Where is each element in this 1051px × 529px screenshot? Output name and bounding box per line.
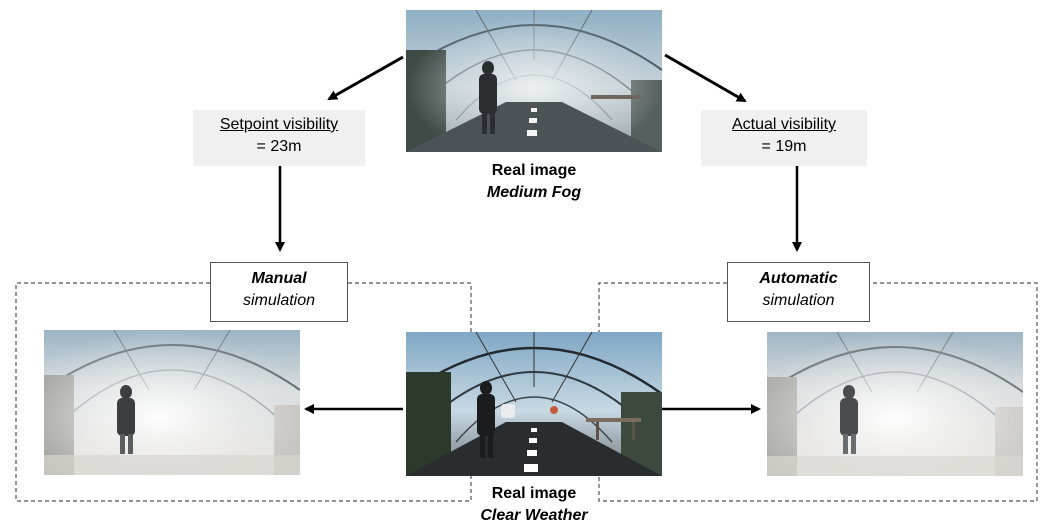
real-image-medium-fog <box>406 10 662 152</box>
manual-subtitle: simulation <box>242 292 316 309</box>
actual-visibility-label: Actual visibility <box>731 116 837 133</box>
bottom-caption-line1: Real image <box>491 485 577 502</box>
automatic-simulation-box: Automatic simulation <box>727 262 870 322</box>
actual-visibility-box: Actual visibility = 19m <box>701 110 867 166</box>
manual-title: Manual <box>251 270 307 287</box>
arrow-to-actual <box>664 53 747 103</box>
manual-simulation-image <box>44 330 300 475</box>
arrow-to-setpoint <box>327 55 404 101</box>
bottom-image-caption: Real image Clear Weather <box>434 483 634 527</box>
automatic-subtitle: simulation <box>762 292 835 309</box>
top-caption-line1: Real image <box>491 162 577 179</box>
automatic-title: Automatic <box>759 270 838 287</box>
setpoint-visibility-value: = 23m <box>256 138 302 155</box>
top-image-caption: Real image Medium Fog <box>434 160 634 204</box>
manual-simulation-box: Manual simulation <box>210 262 348 322</box>
real-image-clear-weather <box>406 332 662 476</box>
top-caption-line2: Medium Fog <box>486 184 582 201</box>
actual-visibility-value: = 19m <box>761 138 807 155</box>
manual-group-border <box>15 282 472 502</box>
setpoint-visibility-label: Setpoint visibility <box>219 116 339 133</box>
setpoint-visibility-box: Setpoint visibility = 23m <box>193 110 365 166</box>
automatic-simulation-image <box>767 332 1023 476</box>
automatic-group-border <box>598 282 1038 502</box>
bottom-caption-line2: Clear Weather <box>480 507 588 524</box>
